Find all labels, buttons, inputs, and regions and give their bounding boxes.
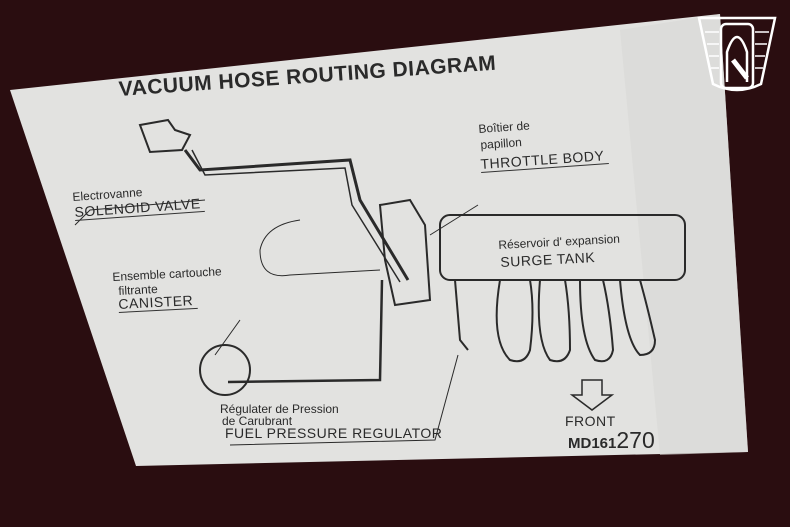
part-number-prefix: MD161	[568, 435, 617, 452]
surge-tank-shape	[439, 214, 686, 281]
part-number-suffix: 270	[616, 427, 655, 453]
throttle-label-fr2: papillon	[480, 135, 523, 152]
regulator-label-fr1: Régulater de Pression	[220, 402, 339, 416]
intake-runners	[495, 279, 657, 363]
front-label: FRONT	[565, 413, 616, 429]
front-arrow-icon	[569, 379, 615, 411]
dealer-logo-icon	[697, 16, 777, 92]
regulator-label-en: FUEL PRESSURE REGULATOR	[225, 425, 443, 441]
label-sticker	[10, 14, 748, 466]
part-number: MD161270	[568, 427, 655, 454]
solenoid-valve-shape	[138, 118, 192, 154]
throttle-body-shape	[378, 198, 432, 307]
canister-shape	[199, 344, 251, 396]
regulator-label-fr2: de Carubrant	[222, 414, 293, 428]
